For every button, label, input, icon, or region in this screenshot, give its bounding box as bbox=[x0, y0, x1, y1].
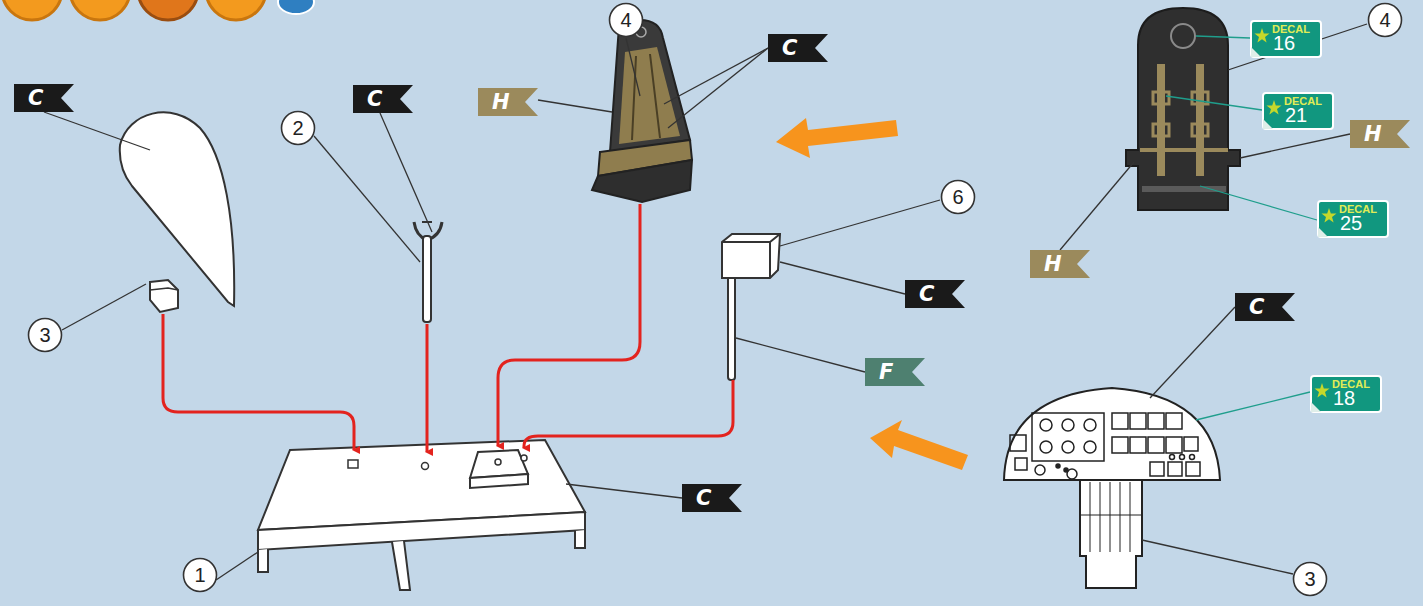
paint-code: C bbox=[1249, 293, 1264, 321]
callout-number: 1 bbox=[182, 557, 218, 593]
node-outline bbox=[865, 358, 925, 386]
paint-flag: C bbox=[682, 484, 742, 512]
paint-code: C bbox=[696, 484, 711, 512]
node-outline bbox=[1235, 293, 1295, 321]
corner-icons bbox=[2, 0, 314, 20]
view-arrows bbox=[776, 118, 968, 470]
node-outline bbox=[353, 85, 413, 113]
callout-text: 4 bbox=[1367, 2, 1403, 38]
decal-number: 21 bbox=[1285, 104, 1307, 127]
paint-code: H bbox=[1364, 120, 1382, 148]
part-panel-detail bbox=[1004, 388, 1220, 588]
decal-number: 25 bbox=[1340, 212, 1362, 235]
decal-badge: DECAL21 bbox=[1262, 92, 1334, 130]
callout-number: 6 bbox=[940, 179, 976, 215]
node-outline bbox=[905, 280, 965, 308]
callout-text: 6 bbox=[940, 179, 976, 215]
paint-code: C bbox=[919, 280, 934, 308]
callout-text: 1 bbox=[182, 557, 218, 593]
callout-number: 2 bbox=[280, 110, 316, 146]
paint-code: H bbox=[1044, 250, 1062, 278]
callout-number: 4 bbox=[608, 2, 644, 38]
part-coaming bbox=[120, 112, 234, 312]
part-floor bbox=[258, 440, 585, 590]
paint-flag: C bbox=[1235, 293, 1295, 321]
paint-flag: C bbox=[768, 34, 828, 62]
paint-flag: C bbox=[14, 84, 74, 112]
callout-number: 4 bbox=[1367, 2, 1403, 38]
paint-code: C bbox=[367, 85, 382, 113]
node-outline bbox=[768, 34, 828, 62]
part-stick bbox=[414, 222, 442, 322]
paint-code: H bbox=[492, 88, 510, 116]
decal-badge: DECAL16 bbox=[1250, 20, 1322, 58]
callout-text: 3 bbox=[27, 317, 63, 353]
paint-flag: F bbox=[865, 358, 925, 386]
decal-number: 18 bbox=[1333, 387, 1355, 410]
part-lever bbox=[722, 234, 780, 380]
decal-number: 16 bbox=[1273, 32, 1295, 55]
callout-text: 4 bbox=[608, 2, 644, 38]
decal-badge: DECAL18 bbox=[1310, 375, 1382, 413]
paint-flag: H bbox=[478, 88, 538, 116]
paint-code: C bbox=[782, 34, 797, 62]
assembly-arrows bbox=[163, 204, 733, 452]
paint-code: C bbox=[28, 84, 43, 112]
callout-number: 3 bbox=[27, 317, 63, 353]
paint-flag: C bbox=[353, 85, 413, 113]
callout-number: 3 bbox=[1292, 561, 1328, 597]
node-outline bbox=[682, 484, 742, 512]
paint-code: F bbox=[879, 358, 893, 386]
callout-text: 3 bbox=[1292, 561, 1328, 597]
paint-flag: H bbox=[1030, 250, 1090, 278]
node-outline bbox=[14, 84, 74, 112]
callout-text: 2 bbox=[280, 110, 316, 146]
decal-badge: DECAL25 bbox=[1317, 200, 1389, 238]
paint-flag: H bbox=[1350, 120, 1410, 148]
paint-flag: C bbox=[905, 280, 965, 308]
leader-lines bbox=[44, 24, 1367, 580]
part-seat-detail bbox=[1126, 8, 1240, 210]
